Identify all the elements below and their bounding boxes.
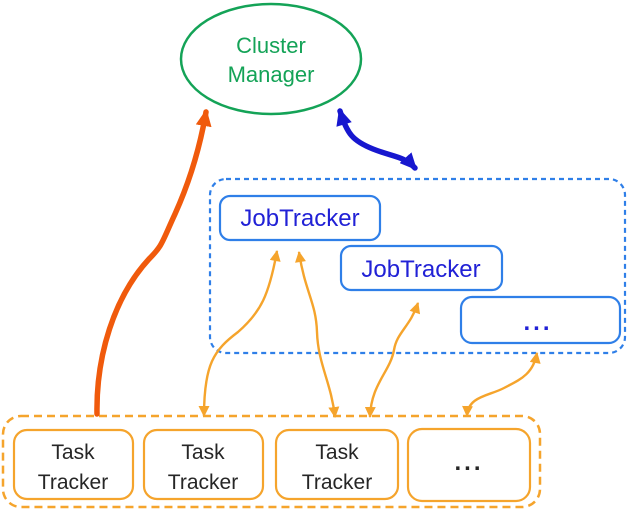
tasktracker-2-label-line2: Tracker bbox=[168, 471, 238, 494]
arrow-jobtracker2-tasktracker3 bbox=[364, 302, 421, 418]
tasktracker-more-node bbox=[406, 427, 532, 503]
jobtracker-more-node bbox=[459, 295, 622, 345]
tasktracker-2-label-line1: Task bbox=[181, 441, 225, 464]
tasktracker-3-node bbox=[274, 428, 400, 501]
cluster-manager-label-line1: Cluster bbox=[236, 33, 306, 58]
arrow-clustermanager-jobtrackers bbox=[336, 108, 418, 171]
cluster-manager-node bbox=[179, 2, 363, 116]
arrow-tasktrackers-to-clustermanager bbox=[94, 109, 212, 417]
jobtracker-2-node bbox=[339, 244, 504, 292]
jobtracker-1-label: JobTracker bbox=[240, 205, 359, 232]
cluster-manager-label-line2: Manager bbox=[228, 62, 315, 87]
tasktracker-3-label-line2: Tracker bbox=[302, 471, 372, 494]
arrow-jobtracker1-tasktracker2 bbox=[198, 250, 281, 417]
tasktracker-1-label-line2: Tracker bbox=[38, 471, 108, 494]
jobtracker-1-node bbox=[218, 194, 382, 242]
jobtracker-more-label: ... bbox=[523, 309, 552, 336]
arrow-jobtracker1-tasktracker3 bbox=[295, 251, 340, 418]
tasktracker-3-label-line1: Task bbox=[315, 441, 359, 464]
arrow-jobtracker-more-tasktracker-more bbox=[462, 352, 541, 417]
tasktracker-1-node bbox=[12, 428, 135, 501]
tasktracker-2-node bbox=[142, 428, 265, 501]
tasktracker-1-label-line1: Task bbox=[51, 441, 95, 464]
tasktracker-more-label: ... bbox=[454, 449, 483, 476]
jobtracker-2-label: JobTracker bbox=[361, 256, 480, 283]
